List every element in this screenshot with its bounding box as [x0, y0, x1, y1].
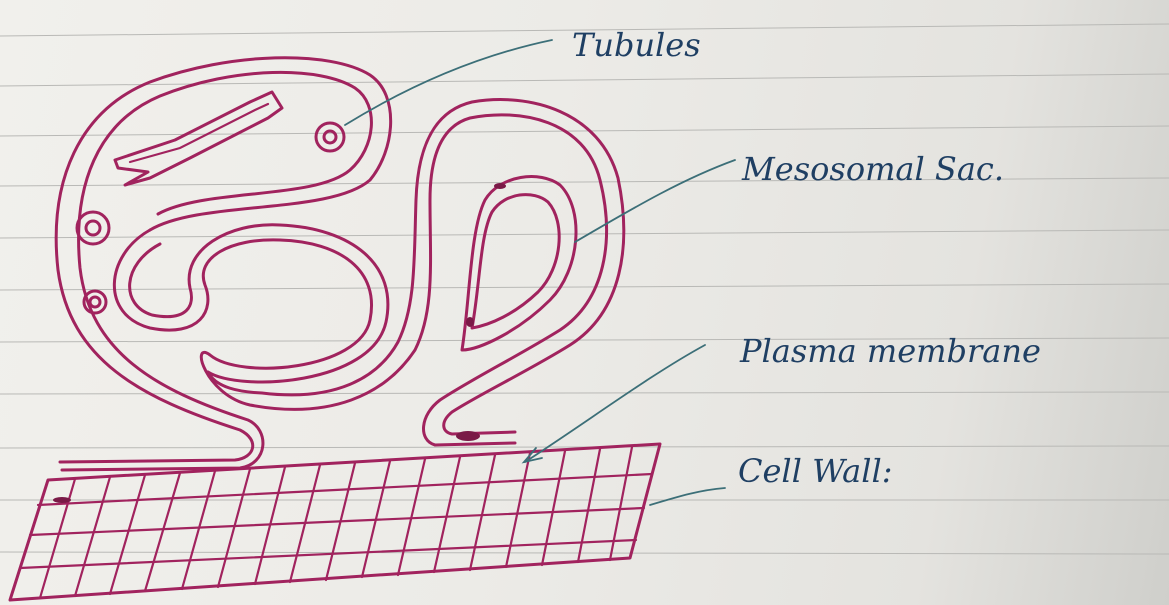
plasma-membrane-label: Plasma membrane	[739, 332, 1041, 370]
ruled-lines	[0, 24, 1169, 554]
cell-wall	[10, 444, 660, 600]
mesosomal-sac-label: Mesosomal Sac.	[741, 150, 1004, 188]
tubules-label: Tubules	[572, 26, 701, 64]
ink-marks	[53, 183, 506, 503]
cell-wall-leader	[650, 488, 725, 505]
leader-lines	[345, 40, 735, 505]
plasma-membrane	[56, 58, 624, 470]
cell-wall-label: Cell Wall:	[738, 452, 893, 490]
plasma-membrane-leader	[525, 345, 705, 462]
